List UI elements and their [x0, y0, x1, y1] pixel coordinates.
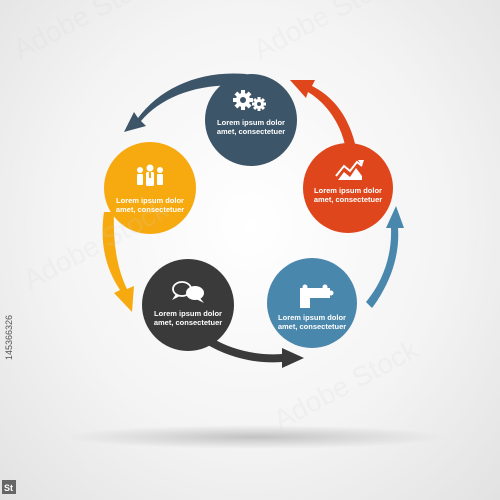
label-chat: Lorem ipsum dolor amet, consectetuer	[148, 309, 228, 327]
svg-text:St: St	[4, 483, 13, 493]
floor-shadow	[65, 425, 445, 449]
label-chart: Lorem ipsum dolor amet, consectetuer	[308, 186, 388, 204]
label-gears-line1: Lorem ipsum dolor	[217, 118, 285, 127]
label-team-line1: Lorem ipsum dolor	[116, 196, 184, 205]
puzzle-icon	[300, 284, 334, 308]
stock-id: 145366326	[4, 314, 14, 360]
connector-puzzle-to-chart	[366, 206, 404, 308]
label-chat-line1: Lorem ipsum dolor	[154, 309, 222, 318]
label-puzzle-line2: amet, consectetuer	[277, 322, 347, 331]
connector-chart-to-gears	[290, 80, 356, 150]
label-chart-line1: Lorem ipsum dolor	[314, 186, 382, 195]
label-gears: Lorem ipsum dolor amet, consectetuer	[211, 118, 291, 136]
watermark-text-4: Adobe Stock	[268, 333, 424, 435]
label-puzzle: Lorem ipsum dolor amet, consectetuer	[272, 313, 352, 331]
gears-icon	[233, 90, 266, 111]
node-team	[104, 142, 196, 234]
label-puzzle-line1: Lorem ipsum dolor	[278, 313, 346, 322]
connector-chat-to-puzzle	[206, 338, 304, 368]
label-chart-line2: amet, consectetuer	[313, 195, 383, 204]
watermark-text-1: Adobe Stock	[8, 0, 164, 65]
speech-bubbles-icon	[172, 281, 204, 303]
watermark-text-2: Adobe Stock	[248, 0, 404, 65]
connector-team-to-chat	[102, 212, 134, 312]
label-gears-line2: amet, consectetuer	[216, 127, 286, 136]
node-chart	[303, 143, 393, 233]
label-team-line2: amet, consectetuer	[115, 205, 185, 214]
node-chat	[142, 259, 234, 351]
node-gears	[205, 74, 297, 166]
node-puzzle	[267, 258, 357, 348]
label-team: Lorem ipsum dolor amet, consectetuer	[110, 196, 190, 214]
label-chat-line2: amet, consectetuer	[153, 318, 223, 327]
team-icon	[137, 164, 163, 186]
adobe-stock-logo-icon: St	[2, 480, 16, 494]
chart-icon	[335, 160, 364, 180]
